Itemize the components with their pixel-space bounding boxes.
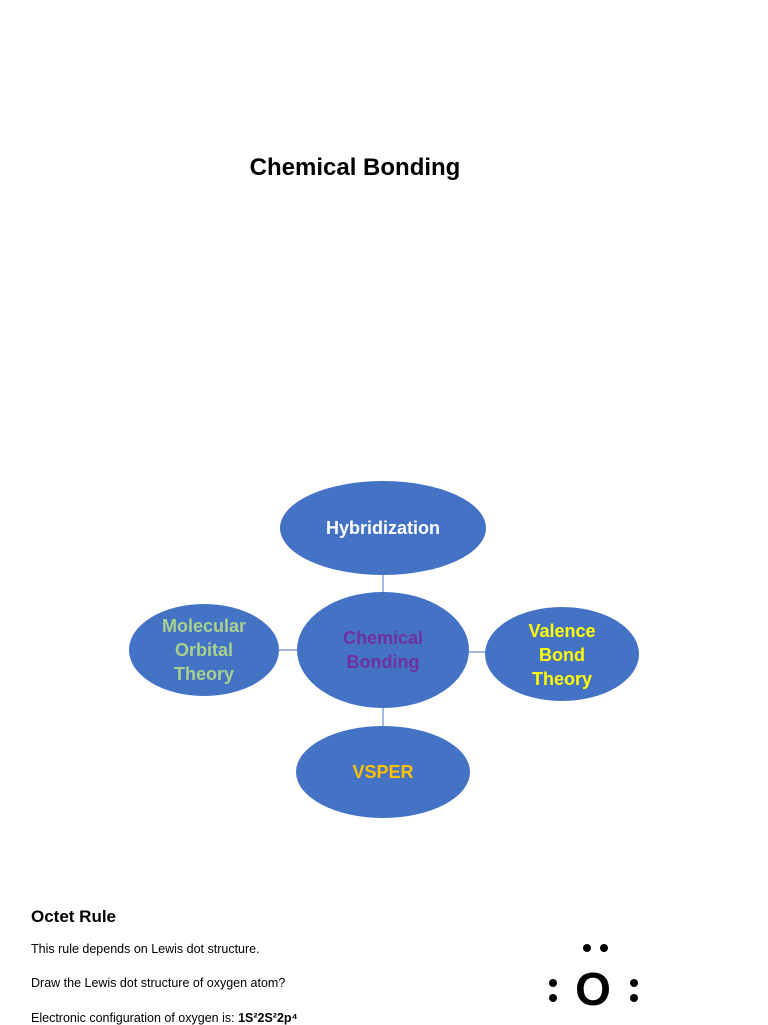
electron-dot xyxy=(600,944,608,952)
node-molecular-orbital-theory: Molecular Orbital Theory xyxy=(129,604,279,696)
node-center-label-line1: Chemical xyxy=(343,628,423,648)
node-right-label-line1: Valence xyxy=(528,621,595,641)
electron-dot xyxy=(630,994,638,1002)
concept-diagram: Hybridization Chemical Bonding Molecular… xyxy=(129,481,639,818)
oxygen-symbol: O xyxy=(575,963,611,1015)
electron-dot xyxy=(549,994,557,1002)
node-hybridization-label: Hybridization xyxy=(326,518,440,538)
octet-line-3: Electronic configuration of oxygen is: 1… xyxy=(31,1011,298,1025)
electron-dot xyxy=(583,944,591,952)
electron-dot xyxy=(549,979,557,987)
node-right-label-line2: Bond xyxy=(539,645,585,665)
octet-line-1: This rule depends on Lewis dot structure… xyxy=(31,942,260,956)
octet-line-3-prefix: Electronic configuration of oxygen is: xyxy=(31,1011,239,1025)
lewis-dot-oxygen: O xyxy=(549,944,638,1015)
node-right-label-line3: Theory xyxy=(532,669,592,689)
node-left-label-line1: Molecular xyxy=(162,616,246,636)
node-hybridization: Hybridization xyxy=(280,481,486,575)
node-left-label-line3: Theory xyxy=(174,664,234,684)
electron-dot xyxy=(630,979,638,987)
node-valence-bond-theory: Valence Bond Theory xyxy=(485,607,639,701)
node-vsper: VSPER xyxy=(296,726,470,818)
node-vsper-label: VSPER xyxy=(352,762,413,782)
node-left-label-line2: Orbital xyxy=(175,640,233,660)
octet-line-2: Draw the Lewis dot structure of oxygen a… xyxy=(31,976,286,990)
oxygen-configuration: 1S²2S²2p⁴ xyxy=(238,1011,298,1025)
node-center-label-line2: Bonding xyxy=(347,652,420,672)
octet-rule-heading: Octet Rule xyxy=(31,907,117,926)
page-title: Chemical Bonding xyxy=(249,154,461,181)
node-chemical-bonding: Chemical Bonding xyxy=(297,592,469,708)
